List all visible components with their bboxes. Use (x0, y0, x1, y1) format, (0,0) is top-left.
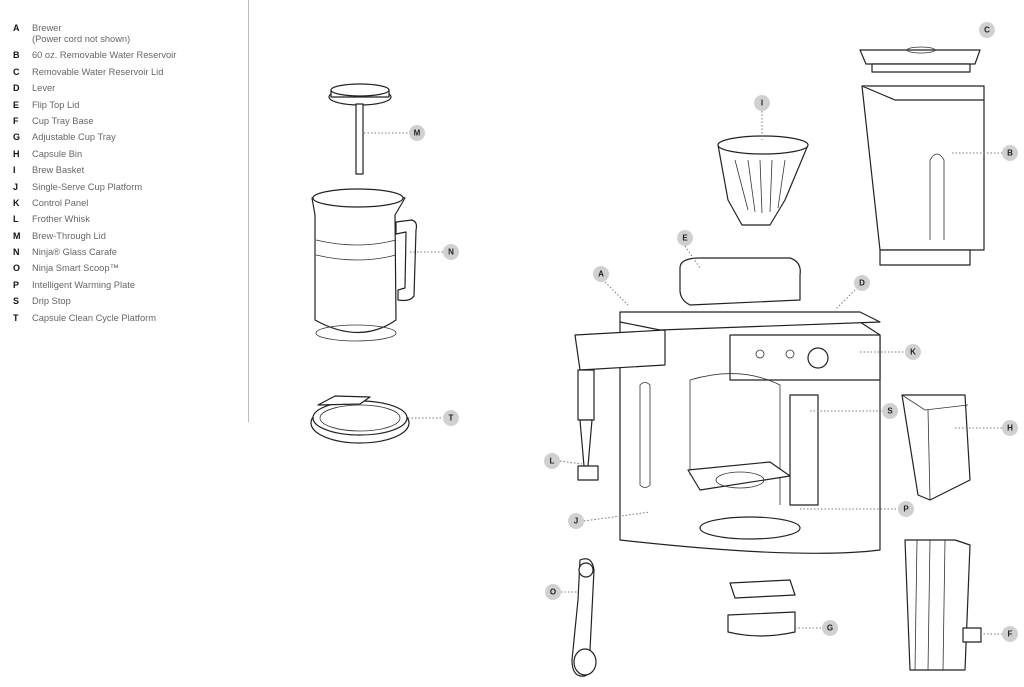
callout-D: D (854, 275, 870, 291)
brewer-drawing (574, 257, 881, 554)
brew-basket-drawing (717, 135, 809, 226)
smart-scoop-drawing (571, 558, 597, 677)
callout-F: F (1002, 626, 1018, 642)
svg-text:B: B (1007, 149, 1013, 158)
legend-divider (248, 0, 249, 422)
svg-text:E: E (682, 234, 688, 243)
capsule-clean-platform-drawing (310, 395, 410, 444)
cup-tray-base-drawing (904, 539, 982, 671)
callout-I: I (754, 95, 770, 111)
svg-text:N: N (448, 248, 454, 257)
callout-P: P (898, 501, 914, 517)
svg-text:H: H (1007, 424, 1013, 433)
callout-J: J (568, 513, 584, 529)
reservoir-lid-drawing (859, 46, 981, 73)
callout-K: K (905, 344, 921, 360)
svg-text:M: M (414, 129, 421, 138)
svg-text:K: K (910, 348, 916, 357)
capsule-bin-drawing (901, 394, 971, 501)
callout-N: N (443, 244, 459, 260)
svg-text:I: I (761, 99, 763, 108)
svg-text:D: D (859, 279, 865, 288)
callout-B: B (1002, 145, 1018, 161)
svg-text:S: S (887, 407, 893, 416)
svg-text:O: O (550, 588, 556, 597)
callout-A: A (593, 266, 609, 282)
callout-C: C (979, 22, 995, 38)
callout-S: S (882, 403, 898, 419)
svg-text:T: T (449, 414, 454, 423)
callout-M: M (409, 125, 425, 141)
svg-text:G: G (827, 624, 833, 633)
glass-carafe-drawing (311, 188, 418, 342)
water-reservoir-drawing (861, 85, 985, 266)
svg-text:F: F (1008, 630, 1013, 639)
svg-text:C: C (984, 26, 990, 35)
svg-text:J: J (574, 517, 578, 526)
svg-text:L: L (550, 457, 555, 466)
svg-text:P: P (903, 505, 909, 514)
callout-E: E (677, 230, 693, 246)
adjustable-cup-tray-drawing (727, 579, 796, 637)
callout-G: G (822, 620, 838, 636)
callout-leaders (364, 111, 1002, 635)
callout-H: H (1002, 420, 1018, 436)
callout-T: T (443, 410, 459, 426)
callout-O: O (545, 584, 561, 600)
svg-text:A: A (598, 270, 604, 279)
callout-L: L (544, 453, 560, 469)
brew-through-lid-drawing (328, 83, 392, 175)
